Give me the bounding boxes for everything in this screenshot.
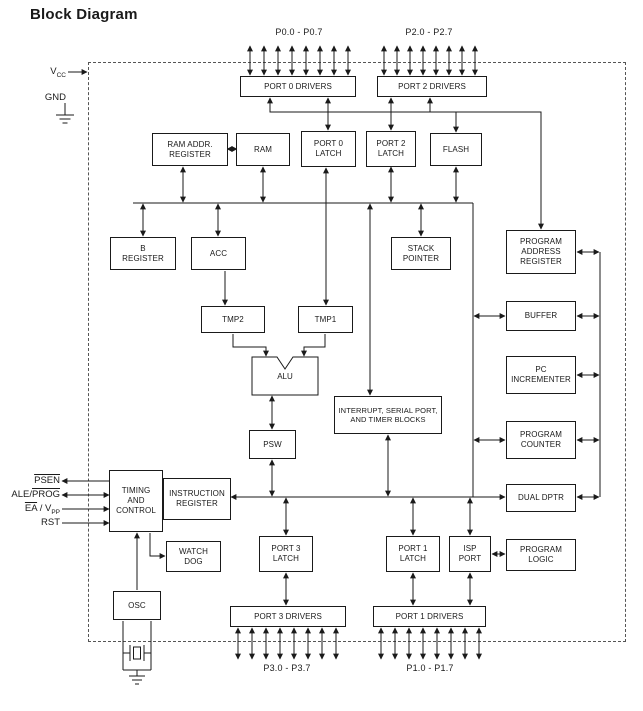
block-osc: OSC — [113, 591, 161, 620]
block-interrupt-serial-timer: INTERRUPT, SERIAL PORT, AND TIMER BLOCKS — [334, 396, 442, 434]
chip-boundary — [88, 62, 626, 642]
port3-pin-arrows — [235, 627, 339, 660]
psen-label: PSEN — [34, 475, 60, 486]
pin-label-p1: P1.0 - P1.7 — [406, 663, 454, 673]
block-b-register: B REGISTER — [110, 237, 176, 270]
block-port2-drivers: PORT 2 DRIVERS — [377, 76, 487, 97]
block-pc-incrementer: PC INCREMENTER — [506, 356, 576, 394]
block-alu-shape — [251, 356, 319, 396]
block-port1-latch: PORT 1 LATCH — [386, 536, 440, 572]
top-row-wires — [180, 97, 459, 306]
port1-pin-arrows — [378, 627, 482, 660]
block-port3-latch: PORT 3 LATCH — [259, 536, 313, 572]
block-stack-pointer: STACK POINTER — [391, 237, 451, 270]
port2-pin-arrows — [381, 45, 478, 76]
block-program-logic: PROGRAM LOGIC — [506, 539, 576, 571]
block-program-counter: PROGRAM COUNTER — [506, 421, 576, 459]
rst-label: RST — [41, 517, 60, 528]
block-port0-drivers: PORT 0 DRIVERS — [240, 76, 356, 97]
crystal-symbol — [133, 646, 141, 660]
block-ram-addr-register: RAM ADDR. REGISTER — [152, 133, 228, 166]
block-tmp2: TMP2 — [201, 306, 265, 333]
block-port0-latch: PORT 0 LATCH — [301, 131, 356, 167]
block-watch-dog: WATCH DOG — [166, 541, 221, 572]
page-title: Block Diagram — [30, 6, 138, 23]
alu-wires — [232, 334, 326, 497]
ea-vpp-label: EA / VPP — [24, 503, 60, 516]
block-psw: PSW — [249, 430, 296, 459]
block-instruction-register: INSTRUCTION REGISTER — [163, 478, 231, 520]
block-isp-port: ISP PORT — [449, 536, 491, 572]
register-row-wires — [140, 203, 424, 306]
block-ram: RAM — [236, 133, 290, 166]
block-buffer: BUFFER — [506, 301, 576, 331]
interrupt-wires — [367, 203, 391, 497]
port0-pin-arrows — [247, 45, 351, 76]
block-dual-dptr: DUAL DPTR — [506, 484, 576, 512]
block-acc: ACC — [191, 237, 246, 270]
timing-wires — [134, 532, 166, 590]
right-column-wires — [473, 249, 600, 500]
block-alu-label: ALU — [277, 372, 293, 381]
block-tmp1: TMP1 — [298, 306, 353, 333]
block-program-address-register: PROGRAM ADDRESS REGISTER — [506, 230, 576, 274]
pin-label-p2: P2.0 - P2.7 — [405, 27, 453, 37]
block-port2-latch: PORT 2 LATCH — [366, 131, 416, 167]
control-signal-wires — [61, 478, 110, 526]
gnd-symbol — [56, 103, 74, 124]
crystal-circuit — [122, 621, 152, 685]
address-wires — [267, 97, 544, 230]
ale-prog-label: ALE/PROG — [11, 489, 60, 500]
block-timing-and-control: TIMING AND CONTROL — [109, 470, 163, 532]
block-port3-drivers: PORT 3 DRIVERS — [230, 606, 346, 627]
pin-label-p0: P0.0 - P0.7 — [275, 27, 323, 37]
vcc-label: VCC — [50, 66, 66, 79]
block-flash: FLASH — [430, 133, 482, 166]
lower-row-wires — [283, 497, 506, 606]
block-port1-drivers: PORT 1 DRIVERS — [373, 606, 486, 627]
pin-label-p3: P3.0 - P3.7 — [263, 663, 311, 673]
gnd-label: GND — [44, 92, 66, 103]
